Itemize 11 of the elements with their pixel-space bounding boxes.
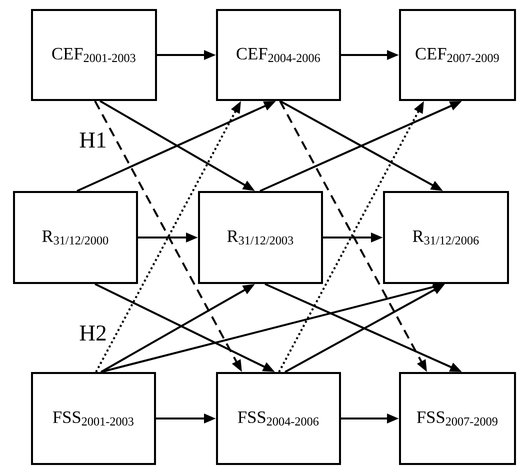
variable-box: R$_{31/12/2006}$: [383, 191, 509, 284]
variable-box: FSS$_{2007-2009}$: [399, 372, 516, 465]
variable-box: CEF$_{2004-2006}$: [216, 9, 341, 101]
variable-box: FSS$_{2001-2003}$: [31, 372, 156, 465]
edge-label: H2: [78, 324, 108, 342]
variable-box: FSS$_{2004-2006}$: [216, 372, 341, 465]
edge-label: H1: [78, 131, 108, 149]
variable-box: R$_{31/12/2003}$: [198, 191, 323, 284]
variable-box: R$_{31/12/2000}$: [13, 191, 138, 284]
variable-box: CEF$_{2001-2003}$: [31, 9, 157, 101]
variable-box: CEF$_{2007-2009}$: [399, 9, 516, 101]
